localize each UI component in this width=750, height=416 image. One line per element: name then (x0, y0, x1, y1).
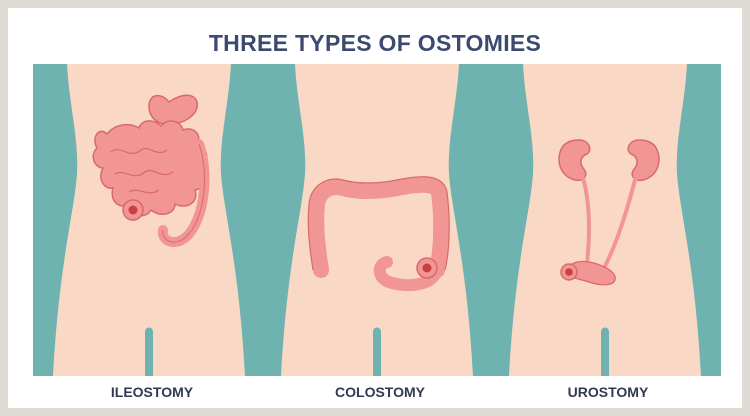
stoma (565, 268, 573, 276)
label-urostomy: UROSTOMY (528, 384, 688, 400)
page-title: THREE TYPES OF OSTOMIES (8, 30, 742, 57)
label-colostomy: COLOSTOMY (300, 384, 460, 400)
label-ileostomy: ILEOSTOMY (72, 384, 232, 400)
infographic-card: THREE TYPES OF OSTOMIES (8, 8, 742, 408)
stoma (129, 206, 138, 215)
stoma (423, 264, 432, 273)
ostomy-illustration (33, 64, 721, 376)
